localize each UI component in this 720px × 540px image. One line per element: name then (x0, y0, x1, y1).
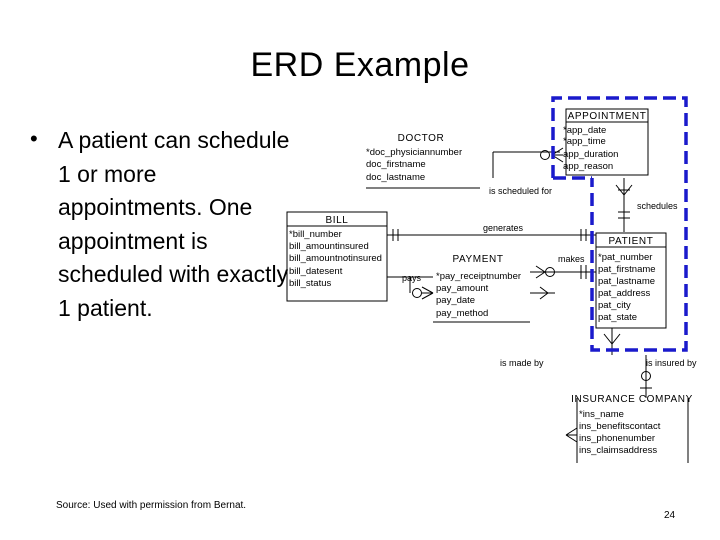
bill-title: BILL (326, 215, 349, 226)
rel-payment-bill (387, 276, 434, 300)
rel-patient-insurance (603, 328, 652, 398)
bill-attr: *bill_number (289, 229, 342, 240)
bill-attr: bill_status (289, 278, 331, 289)
patient-entity-box (595, 232, 667, 329)
rel-label-makes: makes (558, 254, 585, 264)
page-number: 24 (664, 510, 676, 521)
insurance-attr: ins_benefitscontact (579, 421, 661, 432)
appointment-attr: *app_time (563, 136, 606, 147)
rel-label-is-made-by: is made by (500, 358, 544, 368)
patient-attr: pat_city (598, 300, 631, 311)
doctor-attr: doc_lastname (366, 172, 425, 183)
insurance-attr: ins_phonenumber (579, 433, 655, 444)
patient-attr: pat_state (598, 312, 637, 323)
highlight-dashed-outline (551, 96, 688, 352)
appointment-title: APPOINTMENT (568, 111, 647, 122)
payment-title: PAYMENT (452, 254, 503, 265)
bill-attr: bill_amountnotinsured (289, 253, 382, 264)
rel-patient-payment (530, 265, 596, 300)
appointment-attr: app_duration (563, 149, 618, 160)
insurance-title: INSURANCE COMPANY (571, 394, 693, 405)
rel-label-is-scheduled-for: is scheduled for (489, 186, 552, 196)
patient-attr: pat_firstname (598, 264, 656, 275)
doctor-attr: doc_firstname (366, 159, 426, 170)
bill-attr: bill_datesent (289, 266, 343, 277)
appointment-attr: app_reason (563, 161, 613, 172)
doctor-attr: *doc_physiciannumber (366, 147, 462, 158)
rel-label-schedules: schedules (637, 201, 678, 211)
appointment-attr: *app_date (563, 125, 606, 136)
slide-title: ERD Example (250, 46, 470, 84)
rel-appointment-patient (615, 178, 633, 232)
patient-title: PATIENT (609, 236, 654, 247)
patient-attr: pat_address (598, 288, 651, 299)
appointment-entity-box (565, 108, 649, 176)
payment-attr: pay_amount (436, 283, 489, 294)
patient-attr: *pat_number (598, 252, 652, 263)
rel-label-is-insured-by: is insured by (646, 358, 697, 368)
rel-label-generates: generates (483, 223, 524, 233)
source-note: Source: Used with permission from Bernat… (56, 500, 247, 511)
rel-label-pays: pays (402, 273, 422, 283)
payment-attr: pay_date (436, 295, 475, 306)
bill-attr: bill_amountinsured (289, 241, 369, 252)
insurance-attr: *ins_name (579, 409, 624, 420)
payment-attr: pay_method (436, 308, 488, 319)
insurance-entity-lines (565, 398, 689, 463)
bullet-text: A patient can schedule 1 or more appoint… (58, 127, 290, 321)
patient-attr: pat_lastname (598, 276, 655, 287)
bullet-point: • A patient can schedule 1 or more appoi… (30, 124, 300, 325)
insurance-attr: ins_claimsaddress (579, 445, 657, 456)
bill-entity-box (286, 211, 388, 302)
bullet-dot-icon: • (30, 126, 38, 151)
doctor-title: DOCTOR (398, 133, 445, 144)
payment-attr: *pay_receiptnumber (436, 271, 521, 282)
rel-bill-patient (387, 229, 596, 241)
